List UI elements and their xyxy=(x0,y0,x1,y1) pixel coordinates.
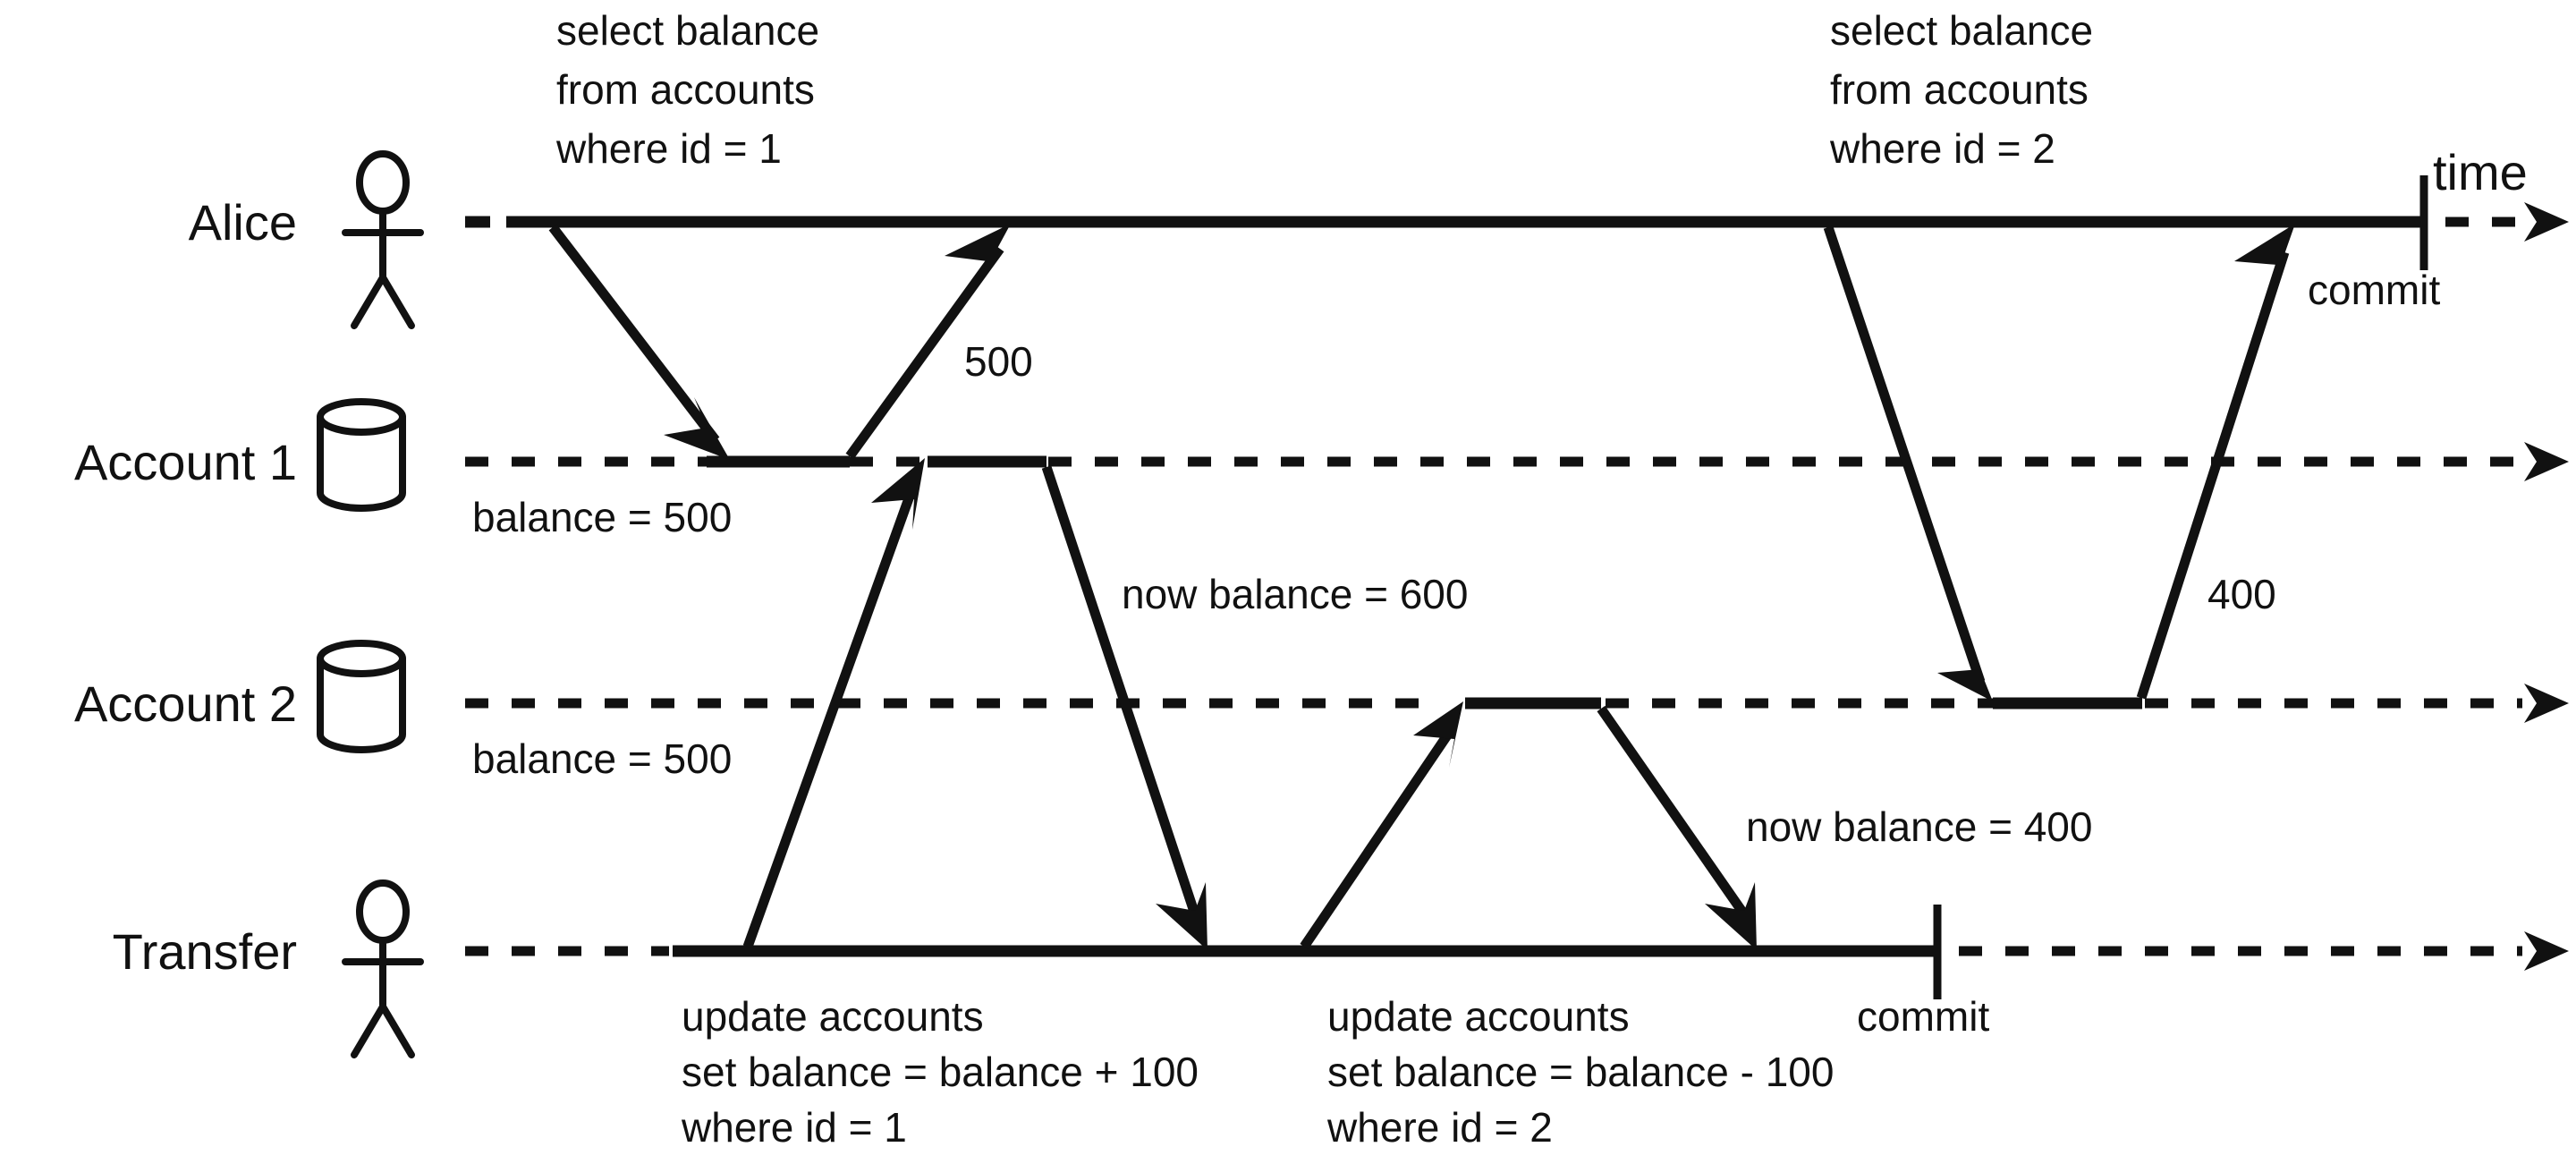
time-arrowhead-alice-icon xyxy=(2524,202,2569,242)
message-line xyxy=(2136,251,2290,700)
alice-query-2-line-2: from accounts xyxy=(1830,66,2089,113)
alice-query-1-line-2: from accounts xyxy=(556,66,815,113)
time-arrowhead-transfer-icon xyxy=(2524,931,2569,971)
message-line xyxy=(1597,705,1749,918)
message-alice-to-account2-select xyxy=(1823,225,1993,701)
lifeline-transfer xyxy=(465,905,2569,999)
message-account1-to-transfer-reply xyxy=(1041,465,1208,950)
lifeline-alice xyxy=(465,175,2569,270)
message-line xyxy=(1300,726,1455,950)
lifeline-label-alice: Alice xyxy=(189,194,297,251)
message-account1-to-alice-reply xyxy=(845,224,1011,460)
alice-query-2-line-3: where id = 2 xyxy=(1829,125,2055,172)
message-line xyxy=(1823,225,1986,684)
transfer-update-1-line-3: where id = 1 xyxy=(681,1104,907,1151)
transfer-update-2-line-2: set balance = balance - 100 xyxy=(1327,1049,1834,1095)
arrowhead-icon xyxy=(2234,224,2295,295)
reply-value-400: 400 xyxy=(2207,571,2276,617)
message-alice-to-account1-select xyxy=(548,224,730,460)
alice-query-2-line-1: select balance xyxy=(1830,7,2093,54)
time-arrowhead-account1-icon xyxy=(2524,442,2569,481)
account2-new-balance-label: now balance = 400 xyxy=(1746,803,2092,850)
arrowhead-icon xyxy=(871,458,925,530)
message-line xyxy=(742,487,918,948)
message-transfer-to-account1-update xyxy=(742,458,925,948)
message-account2-to-transfer-reply xyxy=(1597,705,1757,950)
database-cylinder-icon xyxy=(317,398,406,512)
transfer-commit-label: commit xyxy=(1857,993,1989,1040)
time-axis-label: time xyxy=(2433,144,2528,200)
account1-new-balance-label: now balance = 600 xyxy=(1122,571,1468,617)
transfer-update-1-line-2: set balance = balance + 100 xyxy=(682,1049,1199,1095)
transfer-update-1-line-1: update accounts xyxy=(682,993,984,1040)
stick-figure-icon xyxy=(342,150,424,329)
message-line xyxy=(548,224,720,444)
time-arrowhead-account2-icon xyxy=(2524,684,2569,723)
message-line xyxy=(845,245,1004,460)
database-cylinder-icon xyxy=(317,640,406,753)
lifeline-label-account1: Account 1 xyxy=(74,434,297,490)
alice-commit-label: commit xyxy=(2308,267,2440,313)
stick-figure-icon xyxy=(342,879,424,1058)
arrowhead-icon xyxy=(1156,882,1208,950)
reply-value-500: 500 xyxy=(964,338,1033,385)
lifeline-label-account2: Account 2 xyxy=(74,675,297,732)
transfer-update-2-line-3: where id = 2 xyxy=(1326,1104,1553,1151)
alice-query-1-line-3: where id = 1 xyxy=(555,125,782,172)
lifeline-account1 xyxy=(465,442,2569,481)
arrowhead-icon xyxy=(945,224,1011,290)
message-line xyxy=(1041,465,1200,916)
arrowhead-icon xyxy=(1705,882,1757,950)
arrowhead-icon xyxy=(664,397,730,460)
account1-initial-balance-label: balance = 500 xyxy=(472,494,732,540)
lifeline-account2 xyxy=(465,684,2569,723)
arrowhead-icon xyxy=(1413,701,1463,768)
message-transfer-to-account2-update xyxy=(1300,701,1463,950)
message-account2-to-alice-reply xyxy=(2136,224,2295,700)
lifeline-label-transfer: Transfer xyxy=(113,923,297,980)
account2-initial-balance-label: balance = 500 xyxy=(472,735,732,782)
transfer-update-2-line-1: update accounts xyxy=(1327,993,1630,1040)
arrowhead-icon xyxy=(1937,639,1993,701)
alice-query-1-line-1: select balance xyxy=(556,7,819,54)
